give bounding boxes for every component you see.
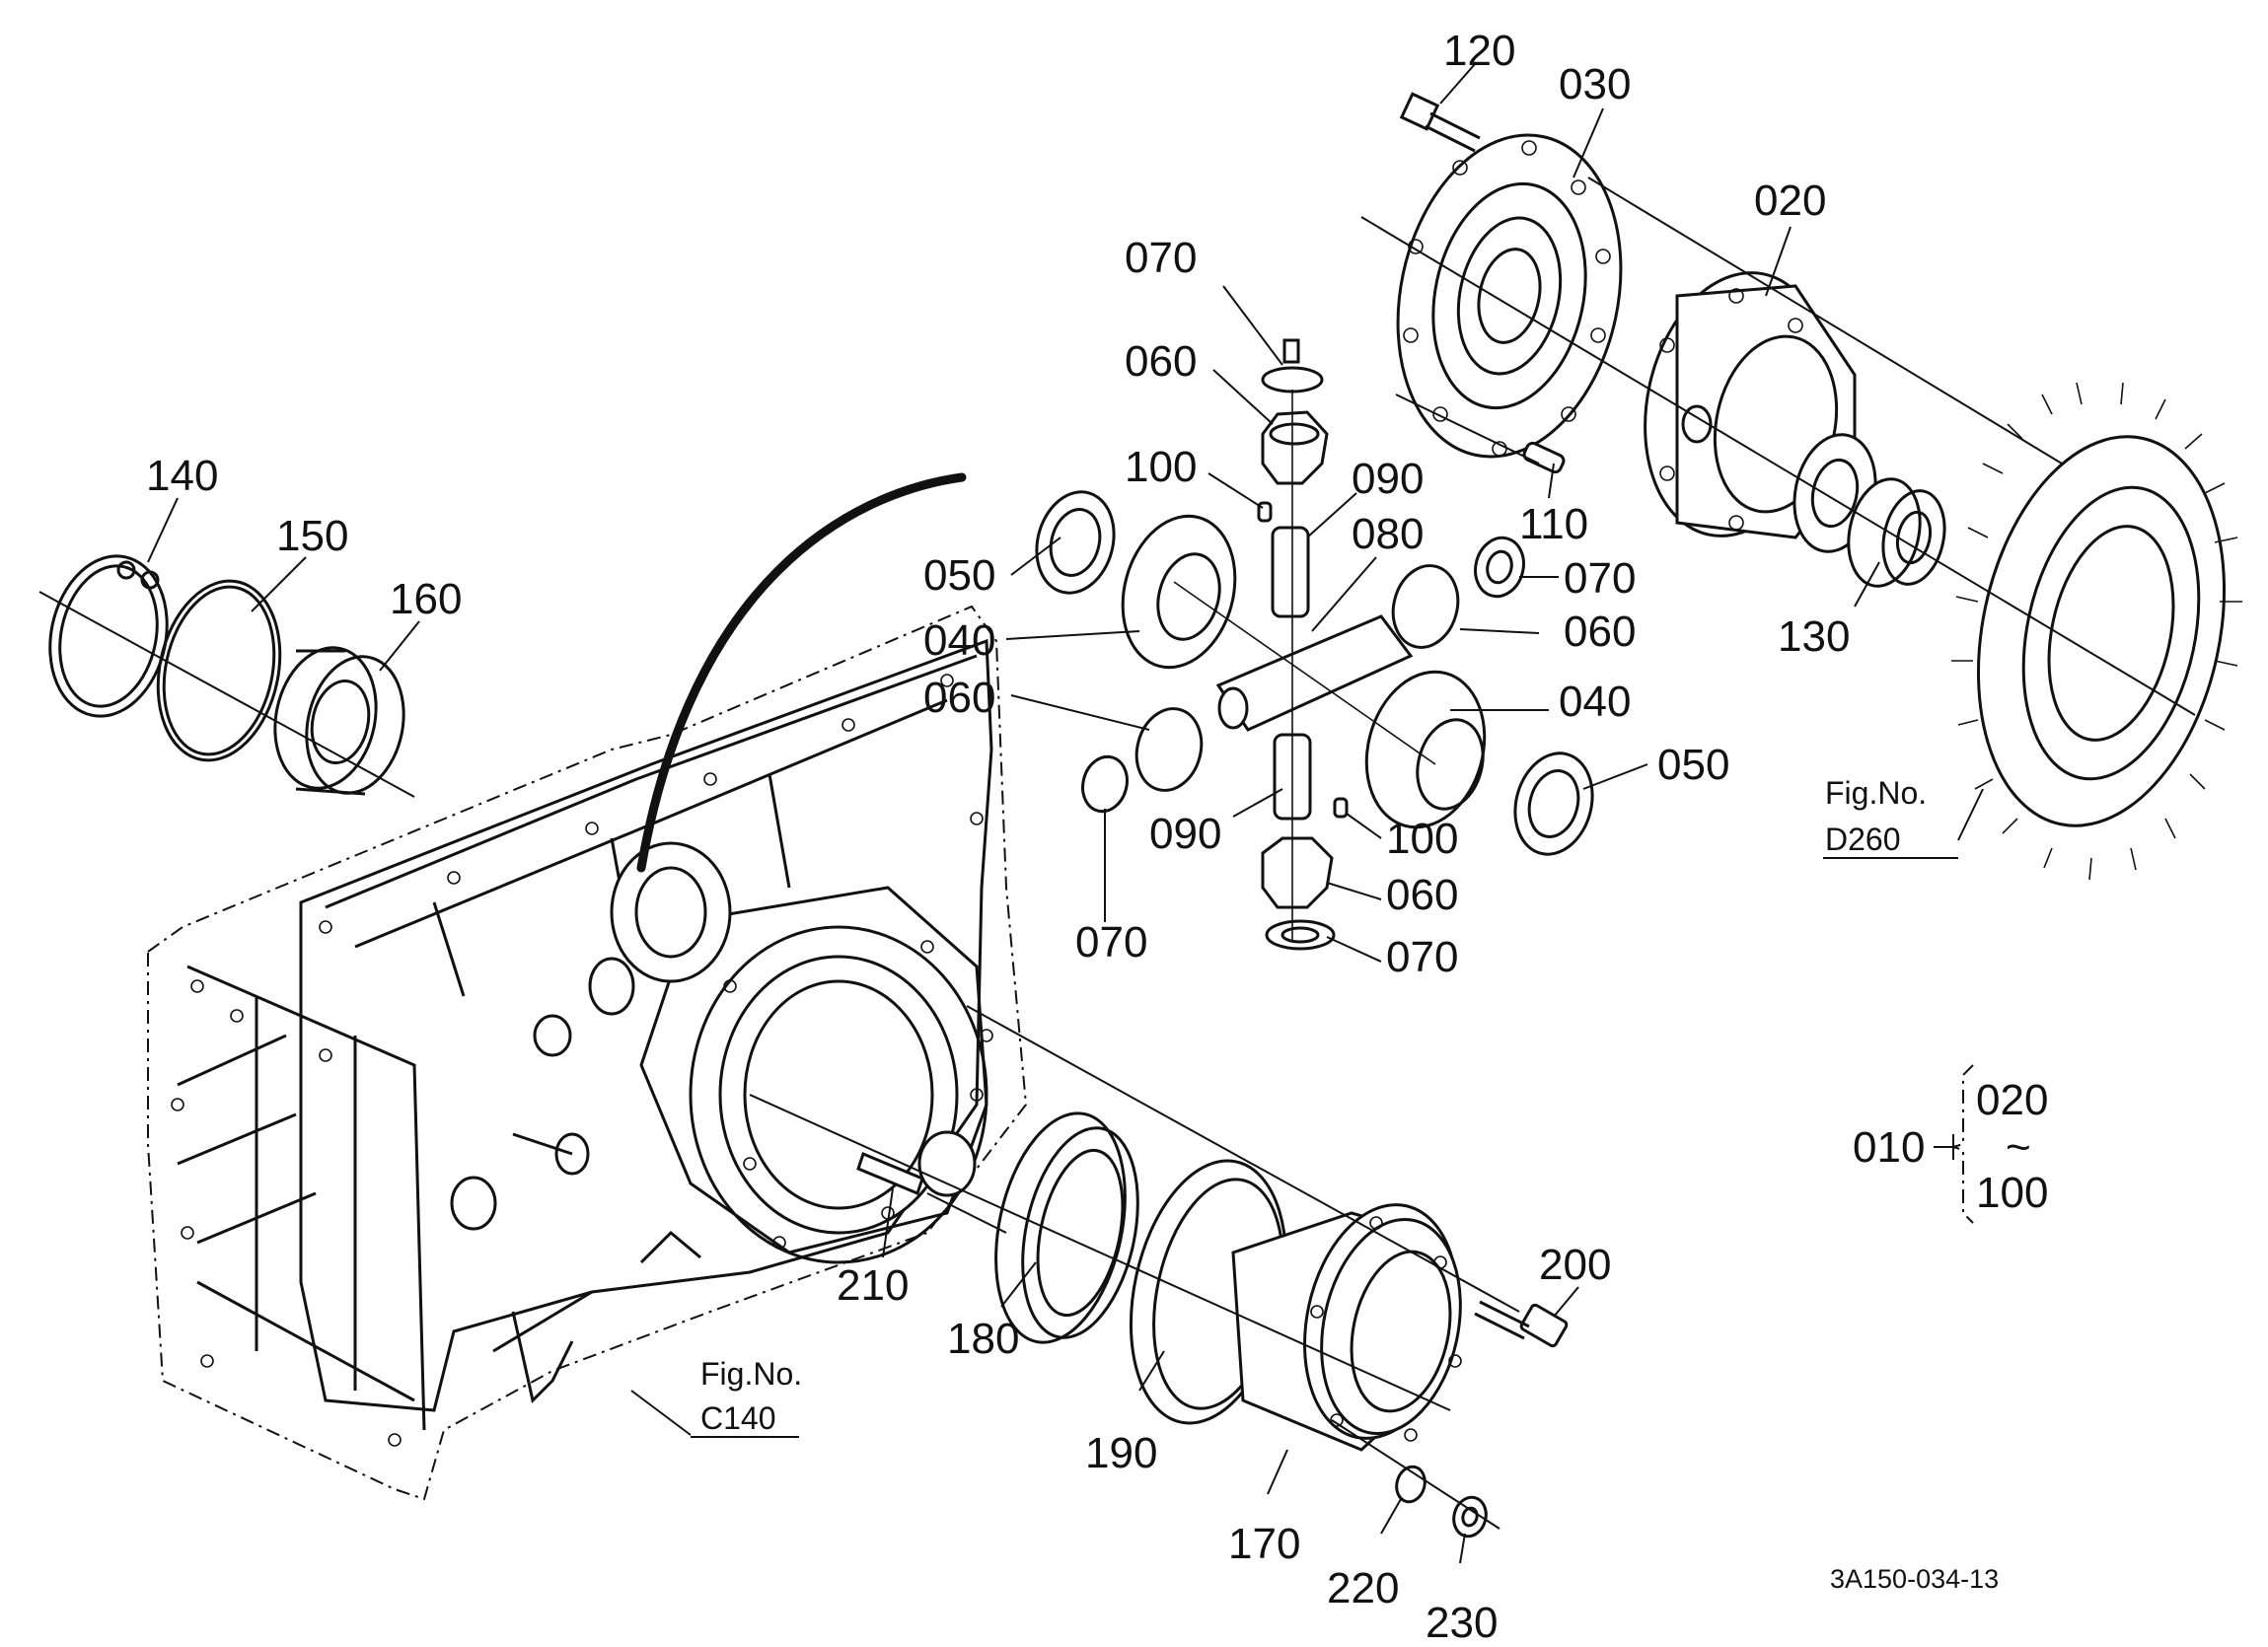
pin-100-bottom xyxy=(1333,797,1349,819)
leader-lines xyxy=(147,63,1984,1564)
bearing-130 xyxy=(1847,477,1946,588)
callout-110: 110 xyxy=(1519,500,1588,548)
bearing-160 xyxy=(273,646,405,796)
callout-numbers: 120 030 020 070 060 100 090 080 110 050 … xyxy=(146,27,1850,1647)
shaft-090-top xyxy=(1271,526,1310,618)
callout-130: 130 xyxy=(1778,612,1850,661)
stud-210 xyxy=(856,1151,924,1196)
bolt-200 xyxy=(1474,1300,1569,1348)
transmission-case xyxy=(147,605,1028,1501)
figure-ref-c140[interactable]: Fig.No. C140 xyxy=(691,1356,802,1438)
side-gear-040-left xyxy=(1121,514,1237,670)
callout-210: 210 xyxy=(837,1261,909,1310)
callout-060: 060 xyxy=(1386,871,1458,919)
case-cap-030 xyxy=(1396,133,1623,459)
washer-070-left xyxy=(1081,754,1129,814)
callout-040: 040 xyxy=(1559,678,1631,726)
callout-030: 030 xyxy=(1559,60,1631,108)
callout-040: 040 xyxy=(923,616,995,665)
oil-seal-180 xyxy=(994,1111,1139,1344)
callout-160: 160 xyxy=(390,575,462,623)
assembly-range-start: 020 xyxy=(1976,1076,2048,1124)
figure-ref-code: D260 xyxy=(1825,822,1901,857)
washer-070-bottom xyxy=(1265,919,1336,951)
thrust-washer-050-right xyxy=(1513,752,1594,856)
figure-ref-d260[interactable]: Fig.No. D260 xyxy=(1823,775,1958,859)
assembly-parent: 010 xyxy=(1853,1123,1925,1172)
callout-200: 200 xyxy=(1539,1241,1611,1289)
washer-070-right xyxy=(1474,536,1525,599)
callout-020: 020 xyxy=(1754,177,1826,225)
callout-170: 170 xyxy=(1228,1520,1300,1568)
callout-190: 190 xyxy=(1085,1429,1157,1477)
callout-100: 100 xyxy=(1386,815,1458,863)
callout-070: 070 xyxy=(1386,933,1458,981)
callout-150: 150 xyxy=(276,512,348,560)
assembly-range-tilde: ~ xyxy=(2006,1123,2031,1172)
ring-gear xyxy=(1951,382,2242,881)
callout-230: 230 xyxy=(1426,1599,1498,1647)
callout-060: 060 xyxy=(923,674,995,722)
callout-120: 120 xyxy=(1443,27,1515,75)
callout-080: 080 xyxy=(1352,510,1424,558)
side-gear-040-right xyxy=(1364,670,1487,829)
figure-ref-label: Fig.No. xyxy=(1825,775,1927,811)
callout-100: 100 xyxy=(1125,443,1197,491)
callout-090: 090 xyxy=(1149,810,1221,858)
assembly-bracket: 010 020 ~ 100 xyxy=(1853,1064,2048,1224)
case-pointer-curve xyxy=(636,472,967,873)
callout-050: 050 xyxy=(1657,741,1729,789)
figure-ref-label: Fig.No. xyxy=(700,1356,802,1392)
diff-case-020 xyxy=(1644,271,1877,553)
thrust-washer-050-left xyxy=(1035,490,1116,595)
callout-070: 070 xyxy=(1075,918,1147,967)
callout-180: 180 xyxy=(947,1315,1019,1363)
assembly-range-end: 100 xyxy=(1976,1169,2048,1217)
washer-070-top xyxy=(1261,366,1324,394)
figure-ref-code: C140 xyxy=(700,1400,776,1436)
pinion-060-bottom xyxy=(1261,836,1334,909)
callout-060: 060 xyxy=(1125,337,1197,386)
washer-220 xyxy=(1395,1465,1427,1504)
bolt-120 xyxy=(1399,92,1481,153)
callout-090: 090 xyxy=(1352,455,1424,503)
callout-070: 070 xyxy=(1125,234,1197,282)
callout-070: 070 xyxy=(1564,554,1636,603)
pinion-060-right xyxy=(1391,564,1460,649)
case-bearing-bore xyxy=(718,955,959,1235)
drawing-code: 3A150-034-13 xyxy=(1830,1564,1999,1594)
callout-220: 220 xyxy=(1327,1564,1399,1612)
callout-140: 140 xyxy=(146,452,218,500)
callout-050: 050 xyxy=(923,551,995,600)
pinion-060-left xyxy=(1134,707,1204,792)
callout-060: 060 xyxy=(1564,608,1636,656)
axle-housing-170 xyxy=(1231,1203,1462,1452)
